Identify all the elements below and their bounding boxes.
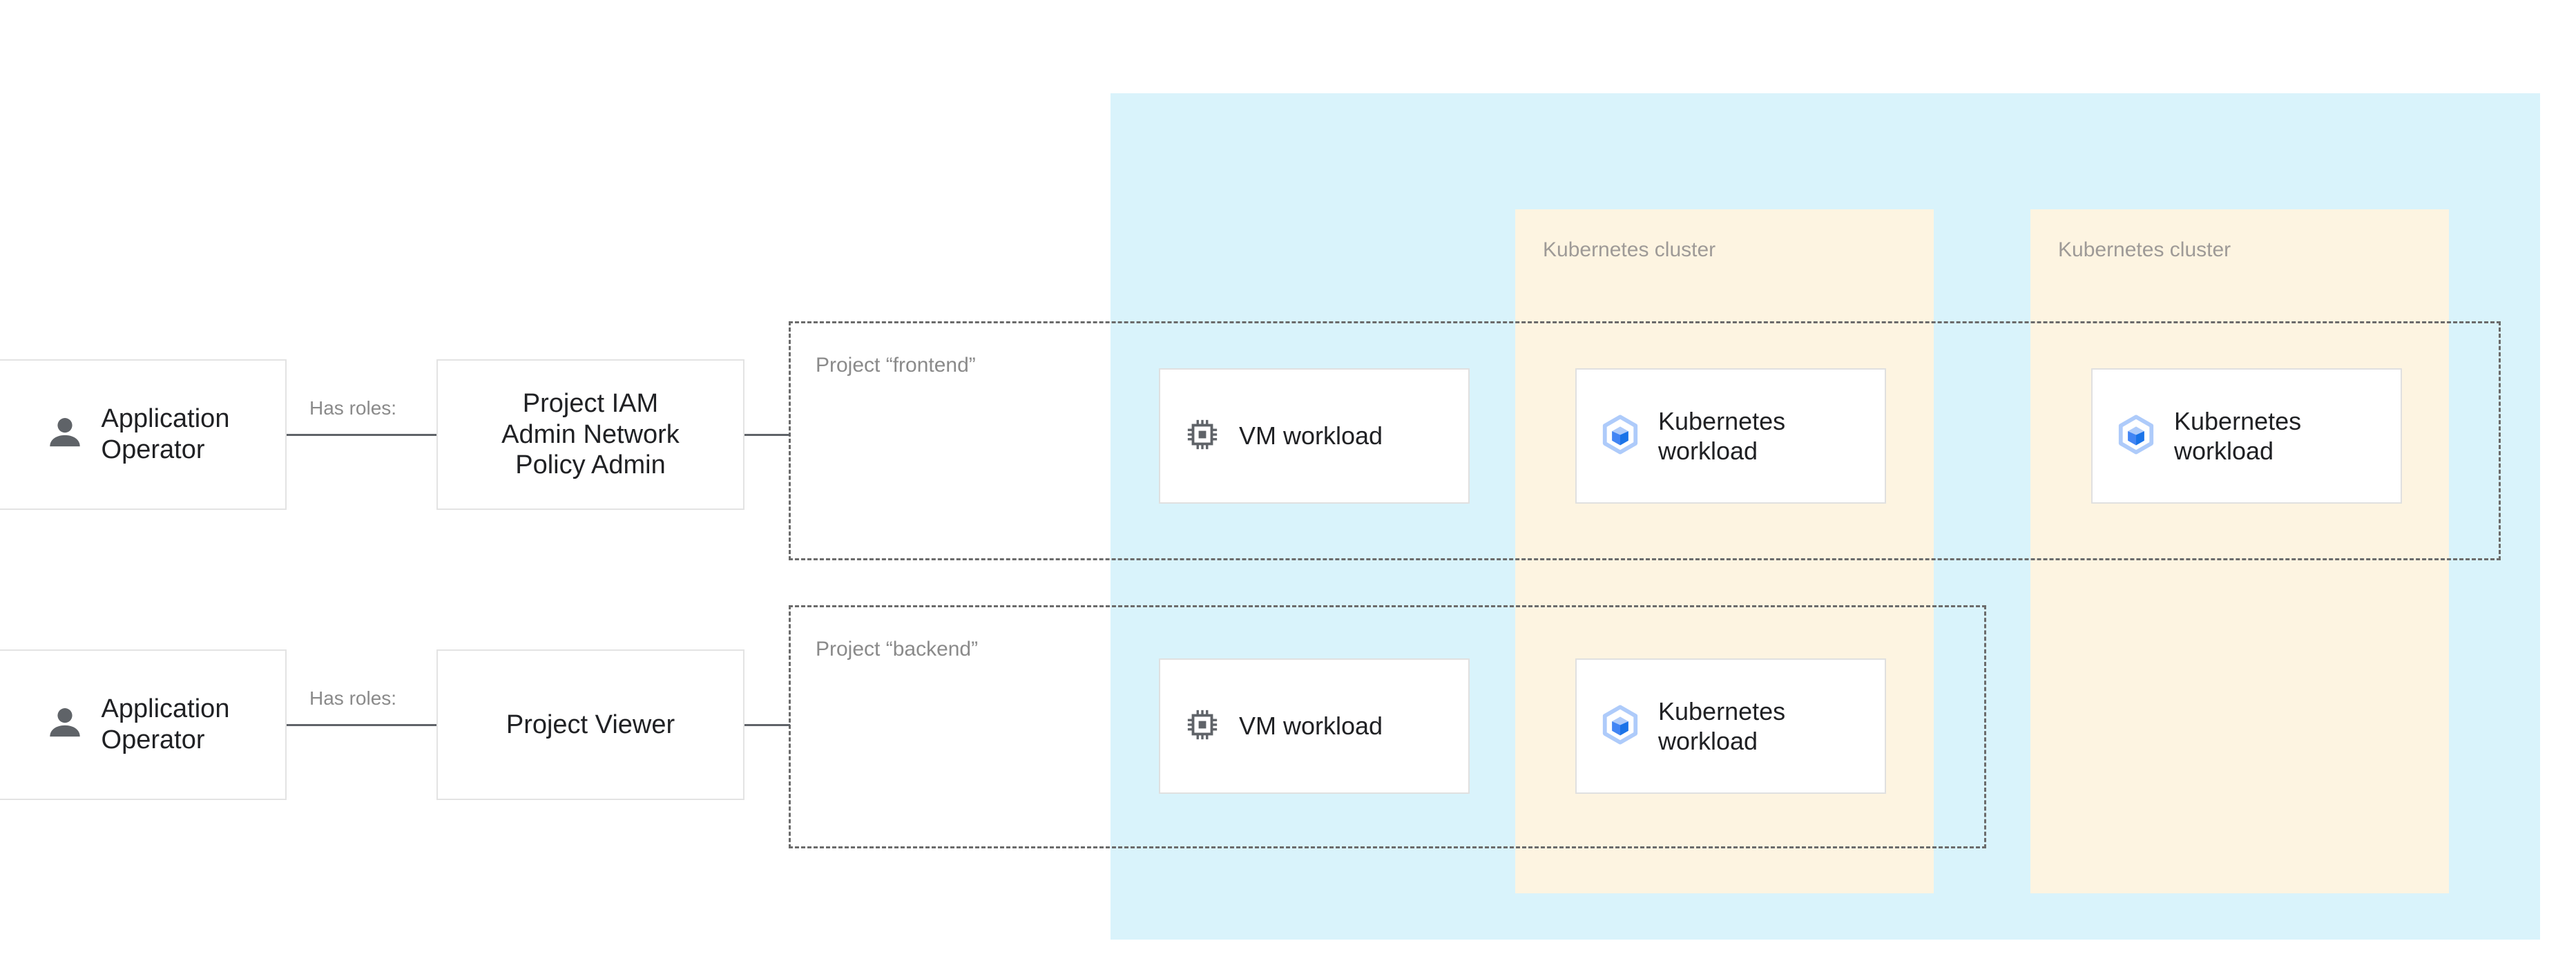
project-backend-label: Project “backend”	[816, 638, 979, 660]
project-frontend-boundary: Project “frontend”	[789, 321, 2501, 560]
kubernetes-cluster-2: Kubernetes cluster	[2030, 209, 2449, 893]
cpu-chip-icon	[1184, 706, 1221, 747]
role-2-label: Project Viewer	[506, 710, 675, 739]
workload-card-k8s-frontend-cluster2-label: Kubernetes workload	[2174, 406, 2302, 465]
connector-label-2: Has roles:	[309, 687, 397, 709]
actor-box-2[interactable]: Application Operator	[0, 649, 287, 800]
role-box-1[interactable]: Project IAM Admin Network Policy Admin	[436, 359, 744, 510]
workload-card-k8s-backend-cluster1[interactable]: Kubernetes workload	[1575, 658, 1886, 794]
workload-card-k8s-frontend-cluster2[interactable]: Kubernetes workload	[2091, 368, 2402, 504]
role-box-2[interactable]: Project Viewer	[436, 649, 744, 800]
person-icon	[44, 412, 86, 458]
connector-role1-project-frontend	[744, 434, 790, 436]
project-frontend-label: Project “frontend”	[816, 354, 976, 377]
workload-card-vm-frontend[interactable]: VM workload	[1159, 368, 1470, 504]
kubernetes-cube-icon	[2116, 414, 2156, 458]
workload-card-k8s-frontend-cluster1[interactable]: Kubernetes workload	[1575, 368, 1886, 504]
actor-box-1[interactable]: Application Operator	[0, 359, 287, 510]
connector-actor1-role1	[287, 434, 436, 436]
workload-card-vm-backend-label: VM workload	[1239, 712, 1383, 741]
cpu-chip-icon	[1184, 416, 1221, 457]
workload-card-k8s-backend-cluster1-label: Kubernetes workload	[1658, 696, 1786, 755]
actor-2-label: Application Operator	[101, 694, 230, 754]
kubernetes-cluster-2-label: Kubernetes cluster	[2058, 238, 2231, 261]
kubernetes-cube-icon	[1600, 414, 1640, 458]
person-icon	[44, 702, 86, 748]
workload-card-k8s-frontend-cluster1-label: Kubernetes workload	[1658, 406, 1786, 465]
connector-actor2-role2	[287, 724, 436, 726]
role-1-label: Project IAM Admin Network Policy Admin	[501, 388, 680, 480]
kubernetes-cube-icon	[1600, 704, 1640, 748]
workload-card-vm-backend[interactable]: VM workload	[1159, 658, 1470, 794]
project-backend-boundary: Project “backend”	[789, 605, 1986, 848]
workload-card-vm-frontend-label: VM workload	[1239, 421, 1383, 450]
connector-role2-project-backend	[744, 724, 790, 726]
connector-label-1: Has roles:	[309, 397, 397, 419]
kubernetes-cluster-1-label: Kubernetes cluster	[1543, 238, 1716, 261]
actor-1-label: Application Operator	[101, 404, 230, 464]
